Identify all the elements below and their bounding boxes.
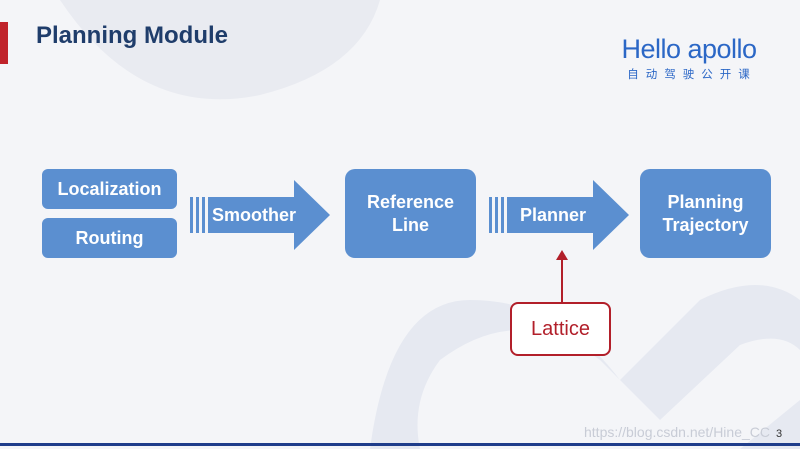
hello-apollo-logo: Hello apollo 自动驾驶公开课 (604, 34, 774, 82)
lattice-up-arrow (556, 250, 568, 302)
slide-title: Planning Module (36, 22, 228, 49)
lattice-label: Lattice (531, 317, 590, 340)
routing-label: Routing (75, 227, 144, 248)
planning-trajectory-label-2: Trajectory (662, 214, 749, 235)
localization-box: Localization (42, 169, 177, 209)
planning-trajectory-label-1: Planning (667, 191, 744, 212)
title-accent-bar (0, 22, 8, 64)
planning-trajectory-box: Planning Trajectory (640, 169, 771, 258)
watermark: https://blog.csdn.net/Hine_CC (584, 424, 770, 440)
planner-label: Planner (520, 205, 587, 225)
smoother-arrow (190, 180, 330, 250)
logo-sub-text: 自动驾驶公开课 (627, 69, 757, 81)
logo-main-text: Hello apollo (621, 34, 757, 64)
bottom-border (0, 443, 800, 446)
reference-line-box: Reference Line (345, 169, 476, 258)
routing-box: Routing (42, 218, 177, 258)
planner-arrow (489, 180, 629, 250)
smoother-label: Smoother (212, 205, 297, 225)
lattice-box: Lattice (510, 302, 611, 356)
localization-label: Localization (57, 178, 162, 199)
reference-line-label-1: Reference (366, 191, 455, 212)
page-number: 3 (776, 428, 783, 440)
reference-line-label-2: Line (391, 214, 429, 235)
